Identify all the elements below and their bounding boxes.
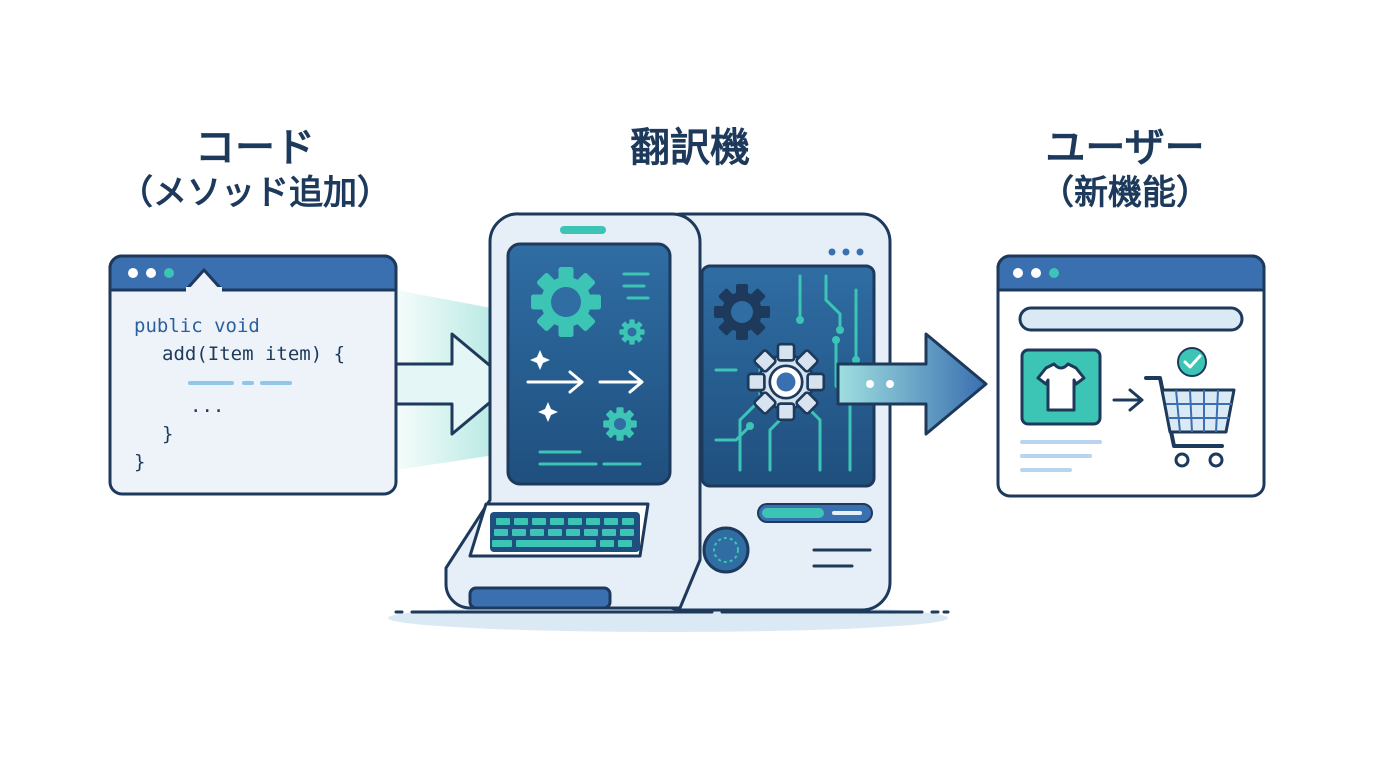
user-heading: ユーザー （新機能） (950, 124, 1300, 214)
code-line-1: public void (134, 315, 260, 337)
keyboard-icon (490, 512, 640, 552)
window-dot-icon (164, 268, 174, 278)
code-line-2: add(Item item) { (162, 343, 345, 365)
sparkle-icon (530, 350, 550, 370)
output-arrow-icon (836, 332, 988, 436)
check-badge-icon (1177, 347, 1207, 377)
code-line-3: ... (190, 395, 224, 417)
gear-icon (603, 407, 637, 441)
window-dot-icon (1049, 268, 1059, 278)
gear-icon (714, 284, 770, 340)
dial-icon (702, 526, 750, 574)
translator-heading: 翻訳機 (530, 124, 850, 172)
input-arrow-icon (394, 332, 514, 436)
user-heading-subtitle: （新機能） (1040, 173, 1210, 213)
code-heading-title: コード (195, 125, 315, 171)
code-window: public void add(Item item) { ... } } (108, 254, 398, 496)
arrow-right-icon (1112, 388, 1144, 412)
translator-heading-title: 翻訳機 (630, 125, 750, 171)
gear-icon (531, 267, 601, 337)
code-line-4: } (162, 423, 173, 445)
window-dot-icon (128, 268, 138, 278)
code-line-5: } (134, 451, 145, 473)
translator-machine (388, 212, 950, 632)
window-dot-icon (1031, 268, 1041, 278)
sparkle-icon (538, 402, 558, 422)
window-dot-icon (146, 268, 156, 278)
tshirt-icon (1020, 348, 1102, 426)
user-heading-title: ユーザー (1045, 125, 1205, 171)
code-heading-subtitle: （メソッド追加） (119, 173, 391, 213)
shopping-cart-icon (1144, 376, 1236, 468)
arrow-right-icon (526, 370, 644, 394)
gear-icon (619, 319, 645, 345)
window-dot-icon (1013, 268, 1023, 278)
user-app-window (996, 254, 1266, 498)
gear-icon (746, 342, 826, 422)
address-bar (1018, 306, 1244, 332)
code-heading: コード （メソッド追加） (90, 124, 420, 214)
